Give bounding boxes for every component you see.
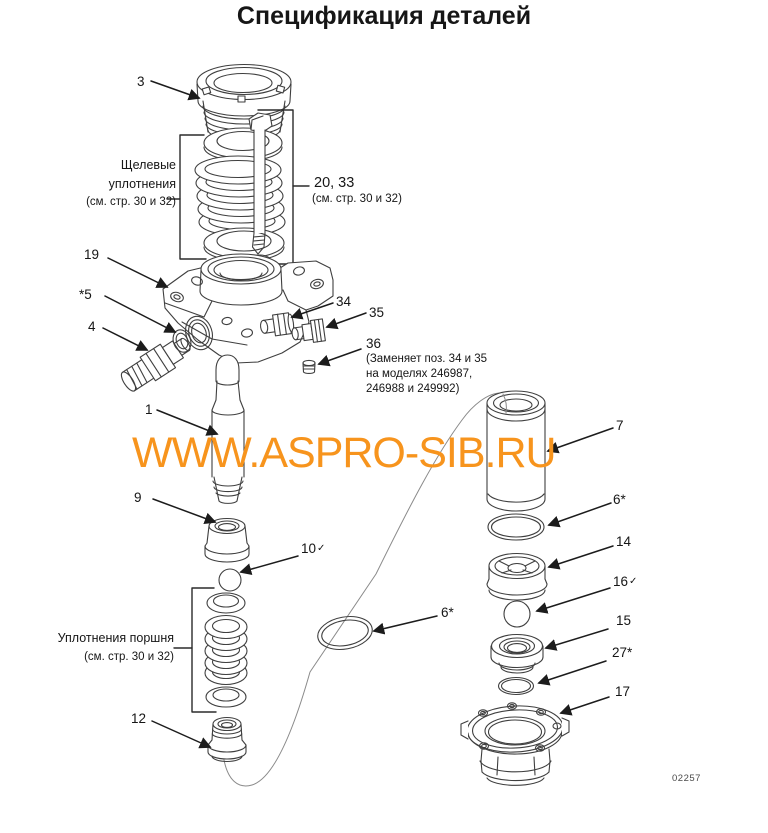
- throat-seal-washer-bottom: [203, 227, 285, 262]
- o-ring-6-middle: [317, 615, 373, 651]
- plug-36: [302, 359, 316, 374]
- note-36: (Заменяет поз. 34 и 35 на моделях 246987…: [366, 353, 488, 395]
- intake-housing-17: [460, 702, 570, 786]
- callout-20-33: 20, 33: [314, 175, 355, 191]
- ball-10: [218, 568, 242, 592]
- callout-35: 35: [369, 305, 385, 320]
- piston-seal-washer-bottom: [205, 686, 247, 708]
- o-ring-5: [172, 329, 192, 353]
- valve-seat-15: [490, 633, 544, 674]
- callout-10: 10✓: [301, 541, 326, 556]
- throat-seal-spring: [194, 155, 286, 237]
- page-title: Спецификация деталей: [236, 2, 532, 30]
- callout-34: 34: [336, 294, 352, 309]
- valve-fitting-35: [291, 318, 326, 343]
- piston-seals-note: Уплотнения поршня (см. стр. 30 и 32): [57, 631, 174, 663]
- piston-seals-bracket: [173, 587, 217, 713]
- callout-12: 12: [131, 711, 147, 726]
- o-ring-6-right: [487, 513, 545, 541]
- callout-arrows: [102, 80, 614, 749]
- callout-5: *5: [79, 287, 92, 302]
- valve-fitting-34: [259, 312, 295, 337]
- throat-seals-note: Щелевые уплотнения (см. стр. 30 и 32): [86, 158, 176, 208]
- callout-19: 19: [84, 247, 100, 262]
- piston-seal-washer-top: [206, 592, 246, 614]
- throat-seals-bracket: [166, 134, 207, 260]
- reference-check-mark: ✓: [629, 576, 638, 587]
- callout-17: 17: [615, 684, 631, 699]
- callout-6-right: 6*: [613, 492, 626, 507]
- piston-rod: [211, 354, 245, 504]
- callout-14: 14: [616, 534, 632, 549]
- seal-retainer-12: [207, 716, 247, 763]
- o-ring-27: [497, 676, 535, 696]
- callout-6-middle: 6*: [441, 605, 454, 620]
- callout-36: 36: [366, 336, 382, 351]
- watermark: WWW.ASPRO-SIB.RU: [132, 429, 557, 477]
- valve-guide-14: [486, 552, 548, 601]
- callout-16: 16✓: [613, 574, 638, 589]
- callout-27: 27*: [612, 645, 633, 660]
- callout-9: 9: [134, 490, 142, 505]
- callout-7: 7: [616, 418, 624, 433]
- reference-check-mark: ✓: [317, 543, 326, 554]
- callout-3: 3: [137, 74, 145, 89]
- pump-manifold: [162, 253, 334, 364]
- bolt-page-reference: (см. стр. 30 и 32): [312, 193, 402, 205]
- inlet-fitting: [120, 337, 191, 392]
- intake-ball-16: [503, 600, 531, 628]
- callout-15: 15: [616, 613, 632, 628]
- figure-number: 02257: [672, 773, 701, 784]
- callout-4: 4: [88, 319, 96, 334]
- cylinder-sleeve-7: [486, 390, 546, 512]
- callout-1: 1: [145, 402, 153, 417]
- piston-seal-spring: [204, 614, 248, 686]
- jam-nut-9: [204, 517, 250, 563]
